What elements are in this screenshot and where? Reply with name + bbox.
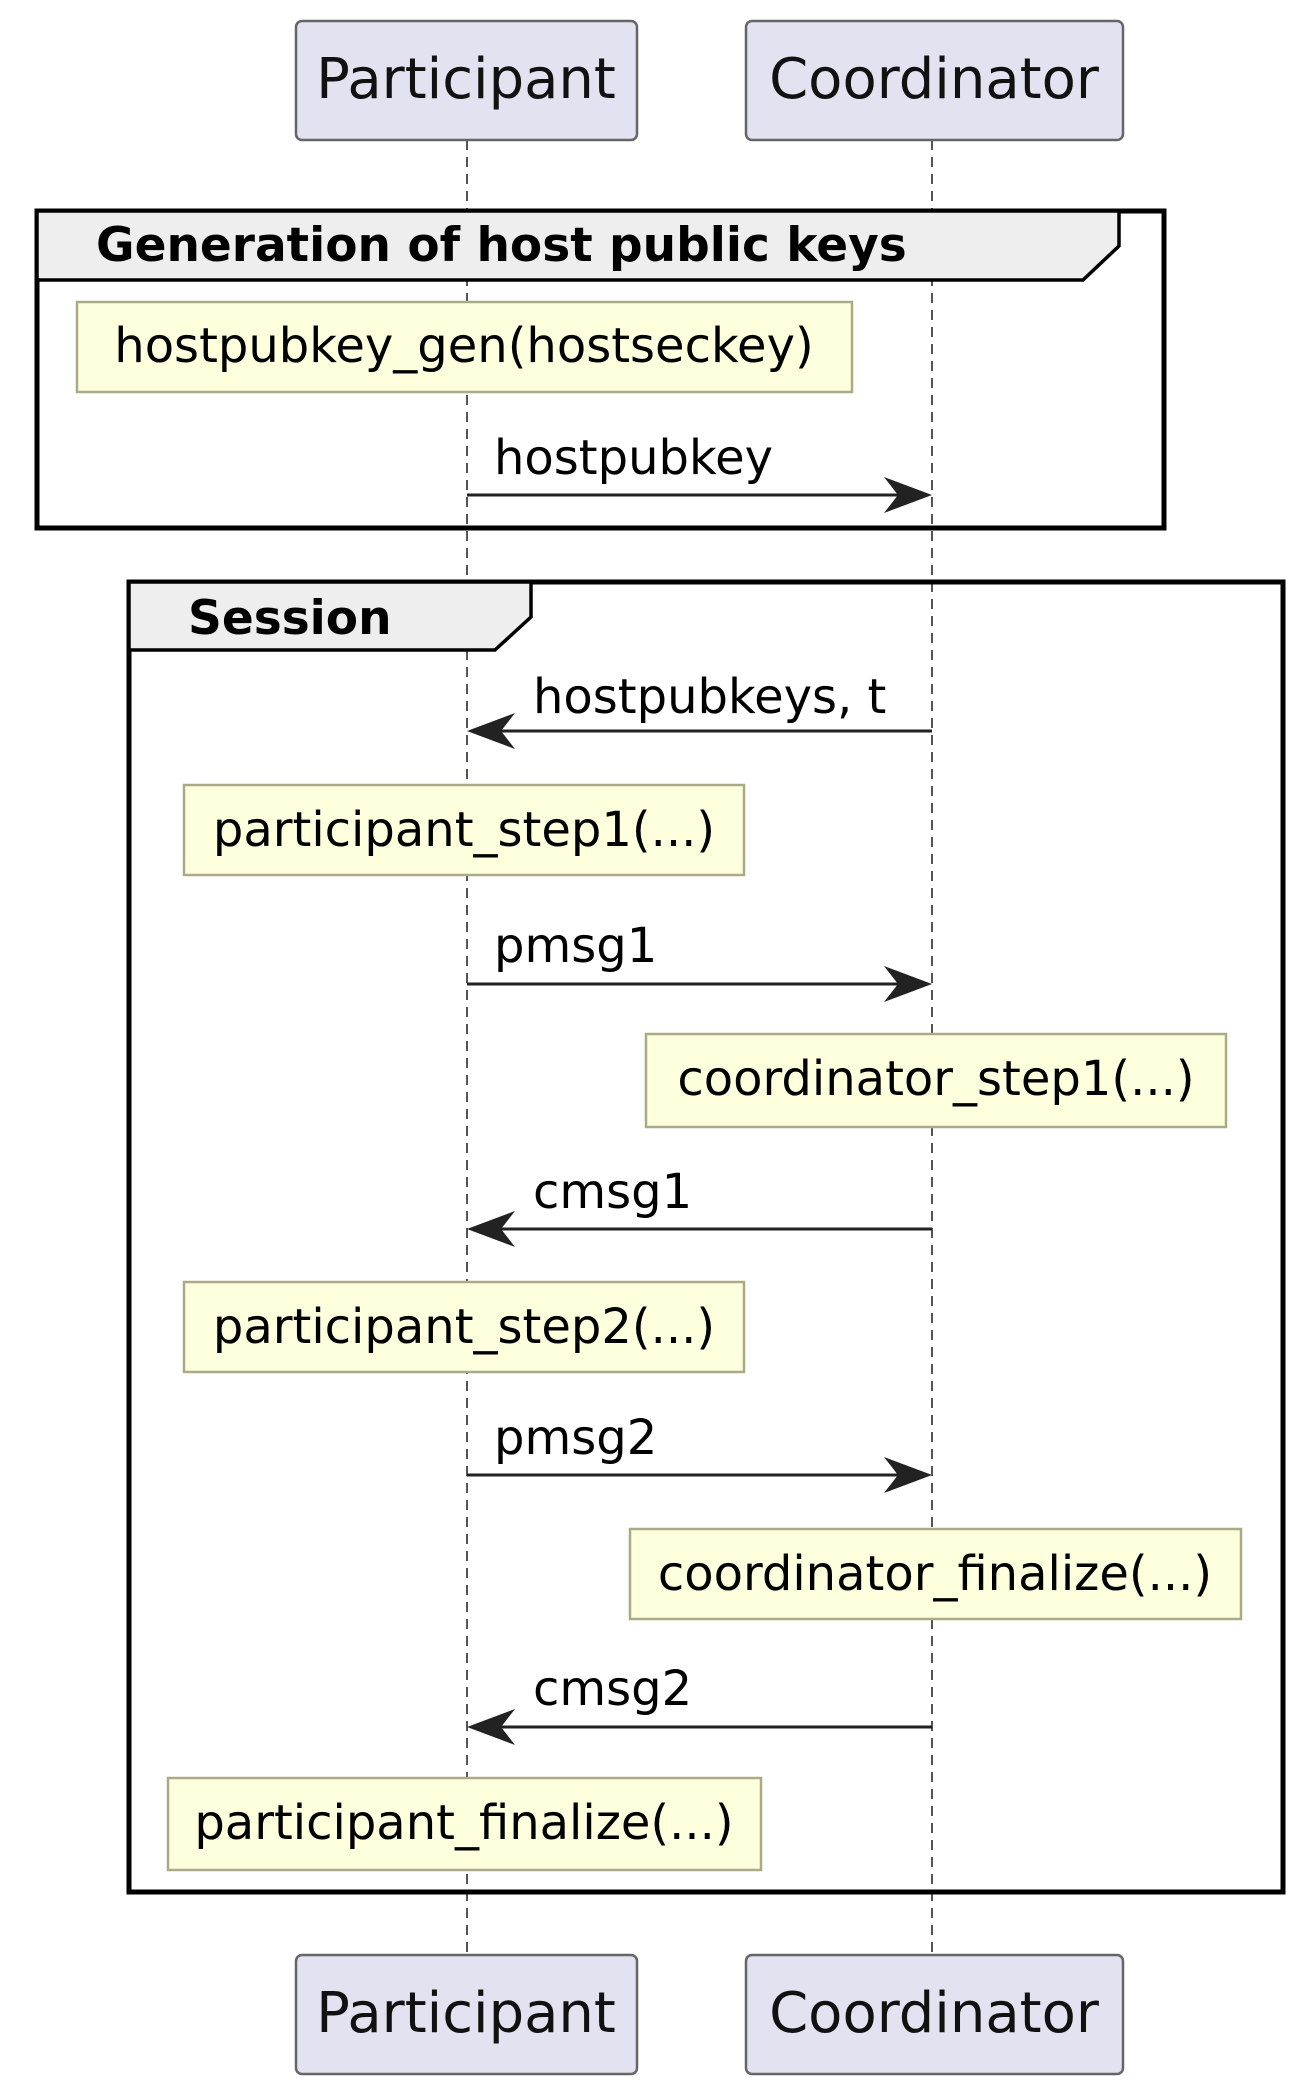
message-pmsg2: pmsg2 [467, 1410, 932, 1493]
coordinator-head-bottom: Coordinator [744, 1953, 1125, 2076]
note-coordinator-finalize-label: coordinator_finalize(...) [658, 1546, 1212, 1602]
message-cmsg2: cmsg2 [467, 1661, 932, 1745]
note-participant-step1-label: participant_step1(...) [213, 802, 715, 858]
note-participant-step1: participant_step1(...) [182, 783, 746, 877]
note-coordinator-step1: coordinator_step1(...) [644, 1032, 1228, 1129]
group-host-keys-label: Generation of host public keys [96, 218, 907, 273]
group-session: Session [126, 579, 1286, 1895]
coordinator-head-bottom-label: Coordinator [769, 1981, 1100, 2046]
message-cmsg1: cmsg1 [467, 1164, 932, 1247]
note-participant-step2-label: participant_step2(...) [213, 1299, 715, 1355]
note-coordinator-step1-label: coordinator_step1(...) [677, 1051, 1194, 1107]
message-hostpubkey: hostpubkey [467, 430, 932, 513]
note-participant-step2: participant_step2(...) [182, 1280, 746, 1374]
note-participant-finalize: participant_finalize(...) [166, 1776, 763, 1872]
message-hostpubkey-label: hostpubkey [494, 430, 773, 486]
message-cmsg1-label: cmsg1 [533, 1164, 692, 1220]
note-hostpubkey-gen: hostpubkey_gen(hostseckey) [75, 300, 854, 394]
participant-head-top: Participant [294, 19, 639, 142]
participant-head-bottom-label: Participant [316, 1981, 616, 2046]
participant-head-top-label: Participant [316, 47, 616, 112]
note-participant-finalize-label: participant_finalize(...) [194, 1795, 733, 1851]
message-pmsg2-label: pmsg2 [494, 1410, 657, 1466]
message-cmsg2-label: cmsg2 [533, 1661, 692, 1717]
note-hostpubkey-gen-label: hostpubkey_gen(hostseckey) [114, 318, 813, 374]
coordinator-head-top: Coordinator [744, 19, 1125, 142]
message-hostpubkeys-t-label: hostpubkeys, t [533, 669, 886, 725]
group-session-label: Session [188, 591, 392, 646]
note-coordinator-finalize: coordinator_finalize(...) [628, 1527, 1243, 1621]
coordinator-head-top-label: Coordinator [769, 47, 1100, 112]
group-host-keys: Generation of host public keys [34, 208, 1167, 531]
message-pmsg1-label: pmsg1 [494, 918, 657, 974]
message-pmsg1: pmsg1 [467, 918, 932, 1002]
message-hostpubkeys-t: hostpubkeys, t [467, 669, 932, 749]
participant-head-bottom: Participant [294, 1953, 639, 2076]
